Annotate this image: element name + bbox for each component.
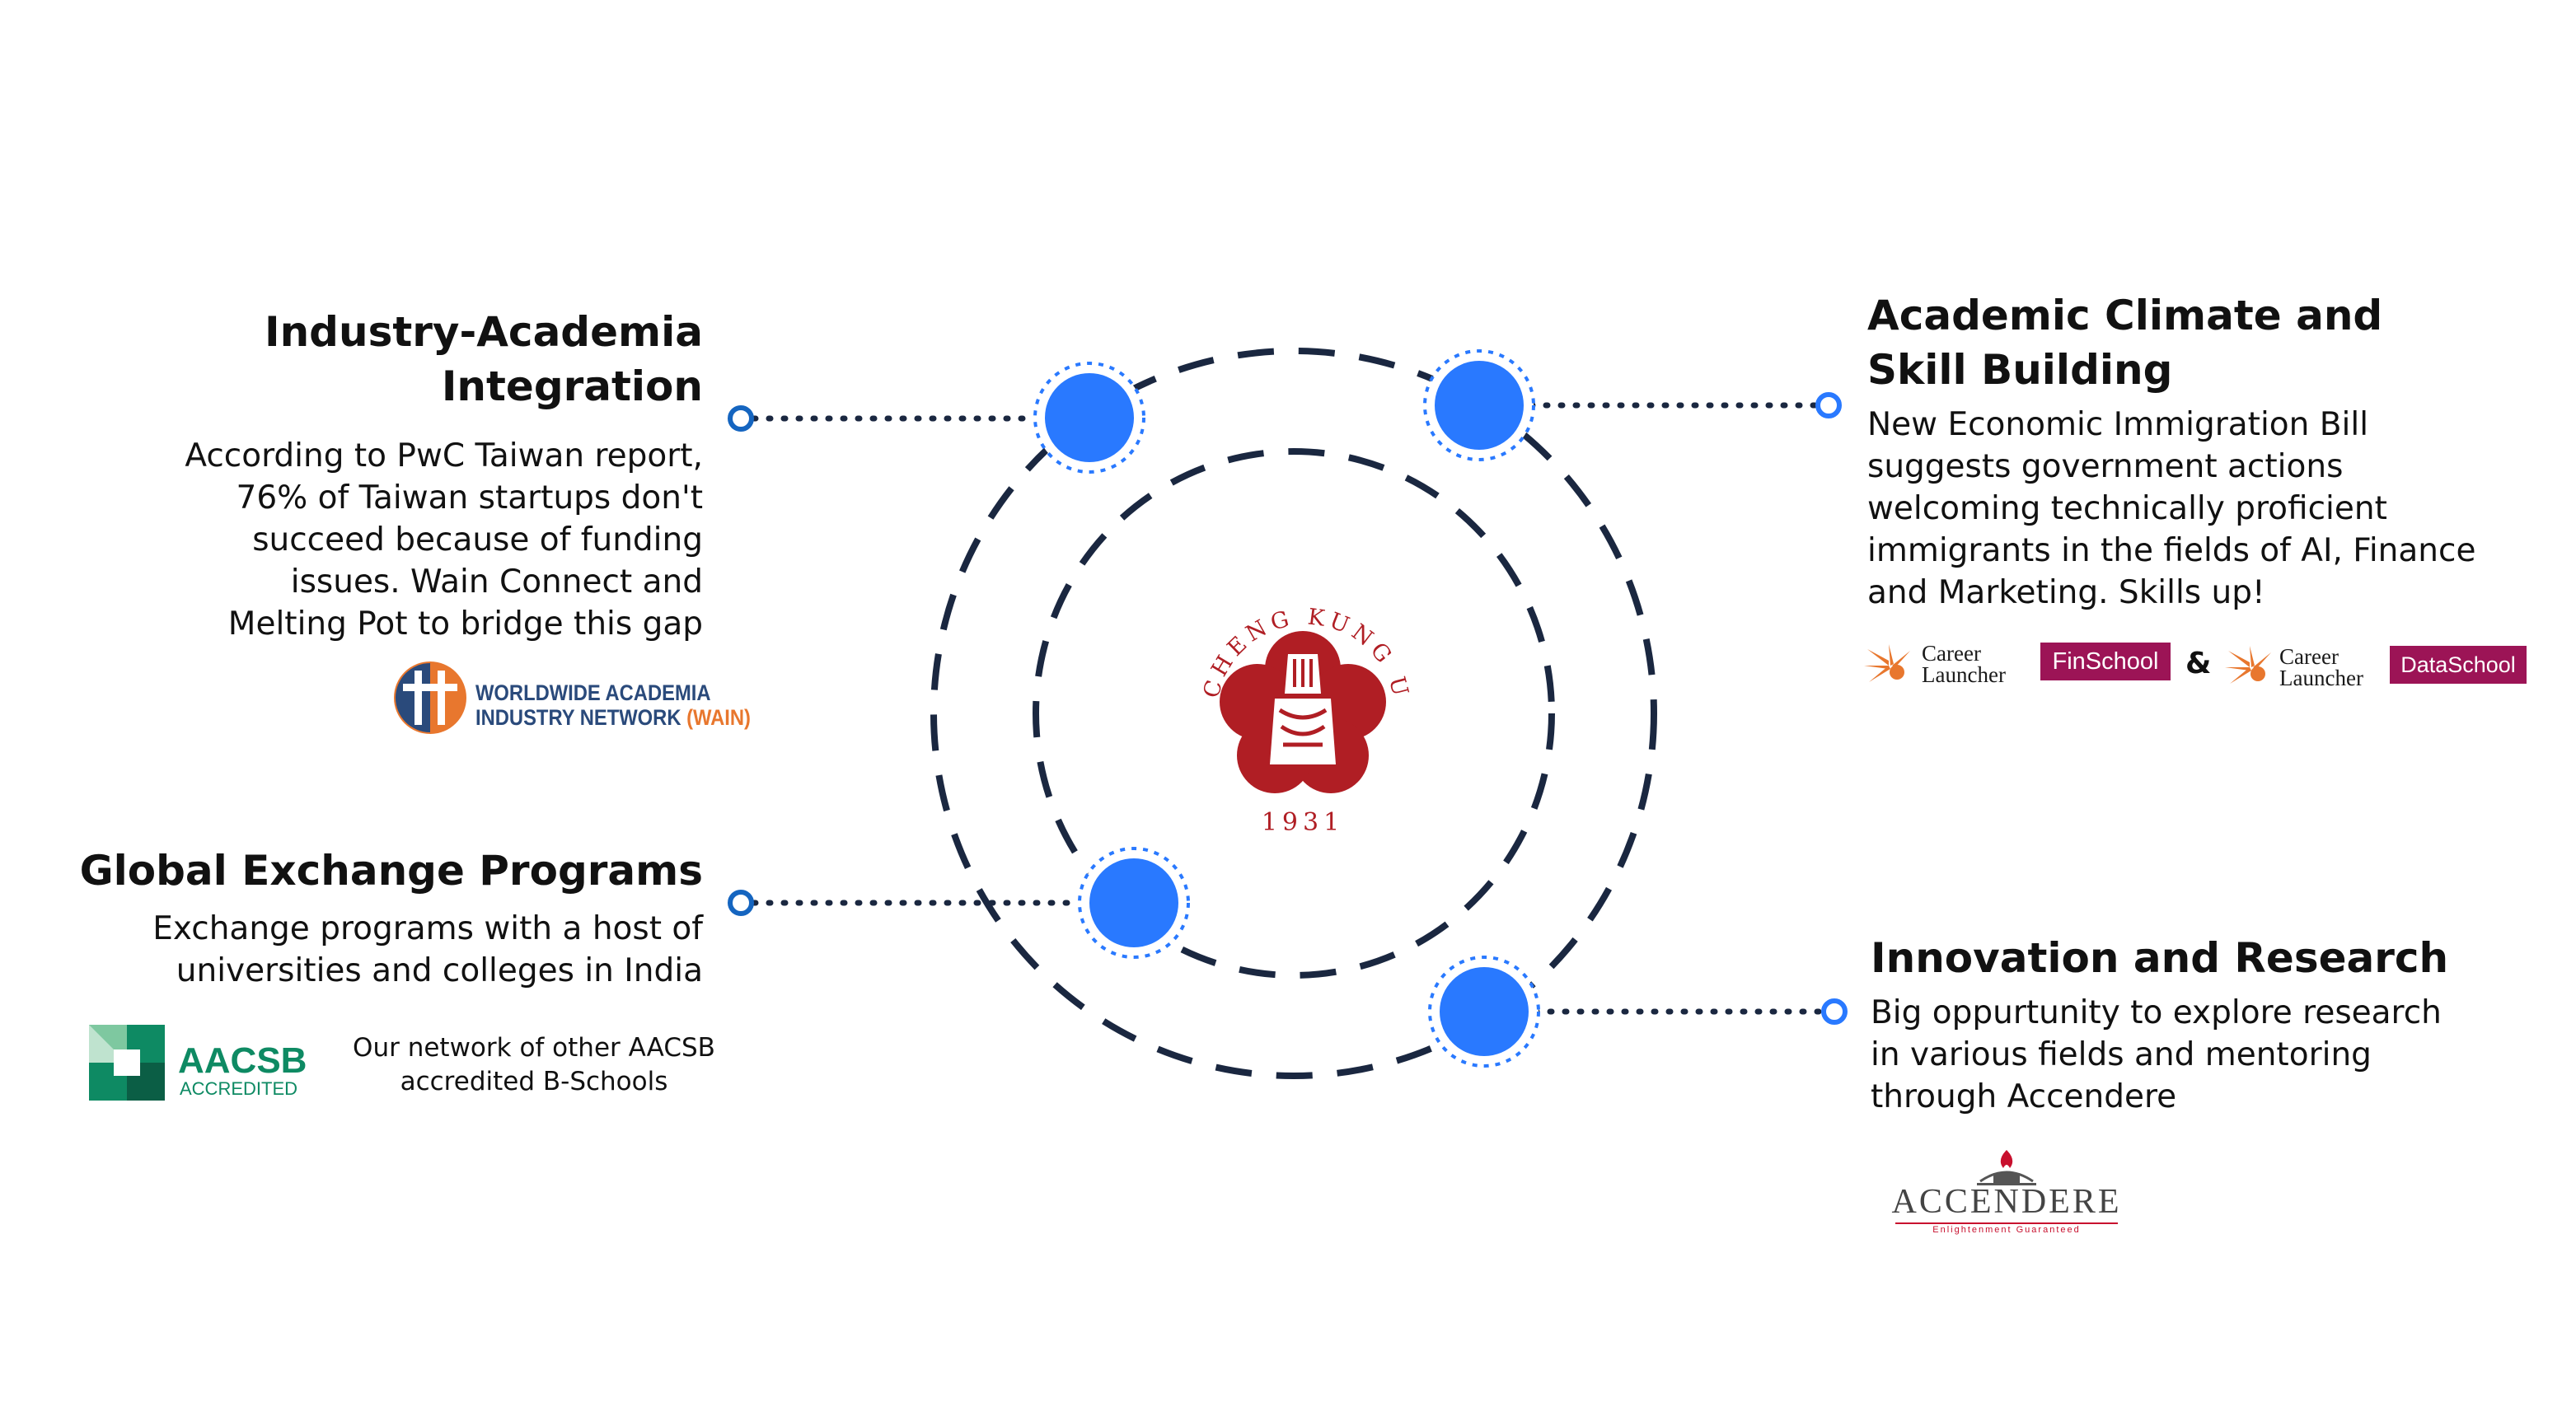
dataschool-badge: DataSchool bbox=[2390, 646, 2527, 684]
logos-ampersand: & bbox=[2185, 647, 2212, 680]
section-global: Global Exchange Programs Exchange progra… bbox=[0, 844, 703, 992]
wain-logo-line1: WORLDWIDE ACADEMIA bbox=[475, 680, 711, 705]
inner-orbit bbox=[1033, 448, 1555, 979]
aacsb-logo: AACSB ACCREDITED bbox=[89, 1025, 328, 1101]
careerlauncher1-line1: Career bbox=[1922, 641, 1981, 666]
endpoint-innovation bbox=[1821, 998, 1848, 1025]
wain-logo: WORLDWIDE ACADEMIA INDUSTRY NETWORK (WAI… bbox=[391, 659, 751, 737]
careerlauncher1-line2: Launcher bbox=[1922, 662, 2006, 687]
academic-description: New Economic Immigration Bill suggests g… bbox=[1867, 406, 2476, 611]
accendere-logo: ACCENDERE Enlightenment Guaranteed bbox=[1887, 1148, 2126, 1239]
innovation-description: Big oppurtunity to explore research in v… bbox=[1871, 994, 2442, 1115]
wain-logo-line2: INDUSTRY NETWORK bbox=[475, 705, 681, 730]
accendere-logo-tagline: Enlightenment Guaranteed bbox=[1932, 1225, 2081, 1235]
node-innovation bbox=[1428, 956, 1540, 1068]
global-title: Global Exchange Programs bbox=[79, 847, 703, 895]
aacsb-logo-main: AACSB bbox=[178, 1040, 307, 1081]
outer-orbit bbox=[930, 348, 1657, 1079]
section-academic: Academic Climate and Skill Building New … bbox=[1867, 288, 2568, 614]
wain-globe-icon bbox=[394, 661, 466, 734]
innovation-title: Innovation and Research bbox=[1871, 934, 2449, 982]
careerlauncher-burst-icon bbox=[1864, 644, 1910, 682]
industry-title: Industry-Academia Integration bbox=[264, 308, 703, 410]
aacsb-mark-icon bbox=[89, 1025, 165, 1101]
endpoint-academic bbox=[1815, 392, 1842, 418]
node-academic bbox=[1423, 349, 1535, 461]
endpoint-global bbox=[728, 890, 754, 916]
careerlauncher2-line1: Career bbox=[2279, 644, 2339, 669]
seal-flower-icon bbox=[1220, 631, 1386, 793]
industry-description: According to PwC Taiwan report, 76% of T… bbox=[185, 437, 703, 643]
seal-year: 1931 bbox=[1262, 808, 1344, 837]
section-industry: Industry-Academia Integration According … bbox=[0, 305, 703, 645]
careerlauncher-dataschool-logo: Career Launcher DataSchool bbox=[2225, 639, 2530, 689]
aacsb-network-note: Our network of other AACSB accredited B-… bbox=[353, 1033, 715, 1096]
finschool-badge: FinSchool bbox=[2040, 643, 2171, 680]
global-description: Exchange programs with a host of univers… bbox=[152, 910, 703, 989]
careerlauncher-burst-icon-2 bbox=[2225, 646, 2271, 684]
section-innovation: Innovation and Research Big oppurtunity … bbox=[1871, 931, 2563, 1118]
careerlauncher-finschool-logo: Career Launcher FinSchool bbox=[1864, 639, 2173, 689]
accendere-logo-divider bbox=[1895, 1222, 2118, 1224]
endpoint-industry bbox=[728, 405, 754, 432]
academic-title: Academic Climate and Skill Building bbox=[1867, 292, 2383, 394]
node-industry bbox=[1033, 362, 1145, 474]
wain-logo-tag: (WAIN) bbox=[686, 705, 751, 730]
accendere-logo-main: ACCENDERE bbox=[1891, 1183, 2122, 1221]
node-global bbox=[1078, 847, 1190, 959]
careerlauncher2-line2: Launcher bbox=[2279, 666, 2363, 690]
aacsb-logo-sub: ACCREDITED bbox=[180, 1078, 298, 1099]
accendere-torch-icon bbox=[1977, 1150, 2036, 1185]
